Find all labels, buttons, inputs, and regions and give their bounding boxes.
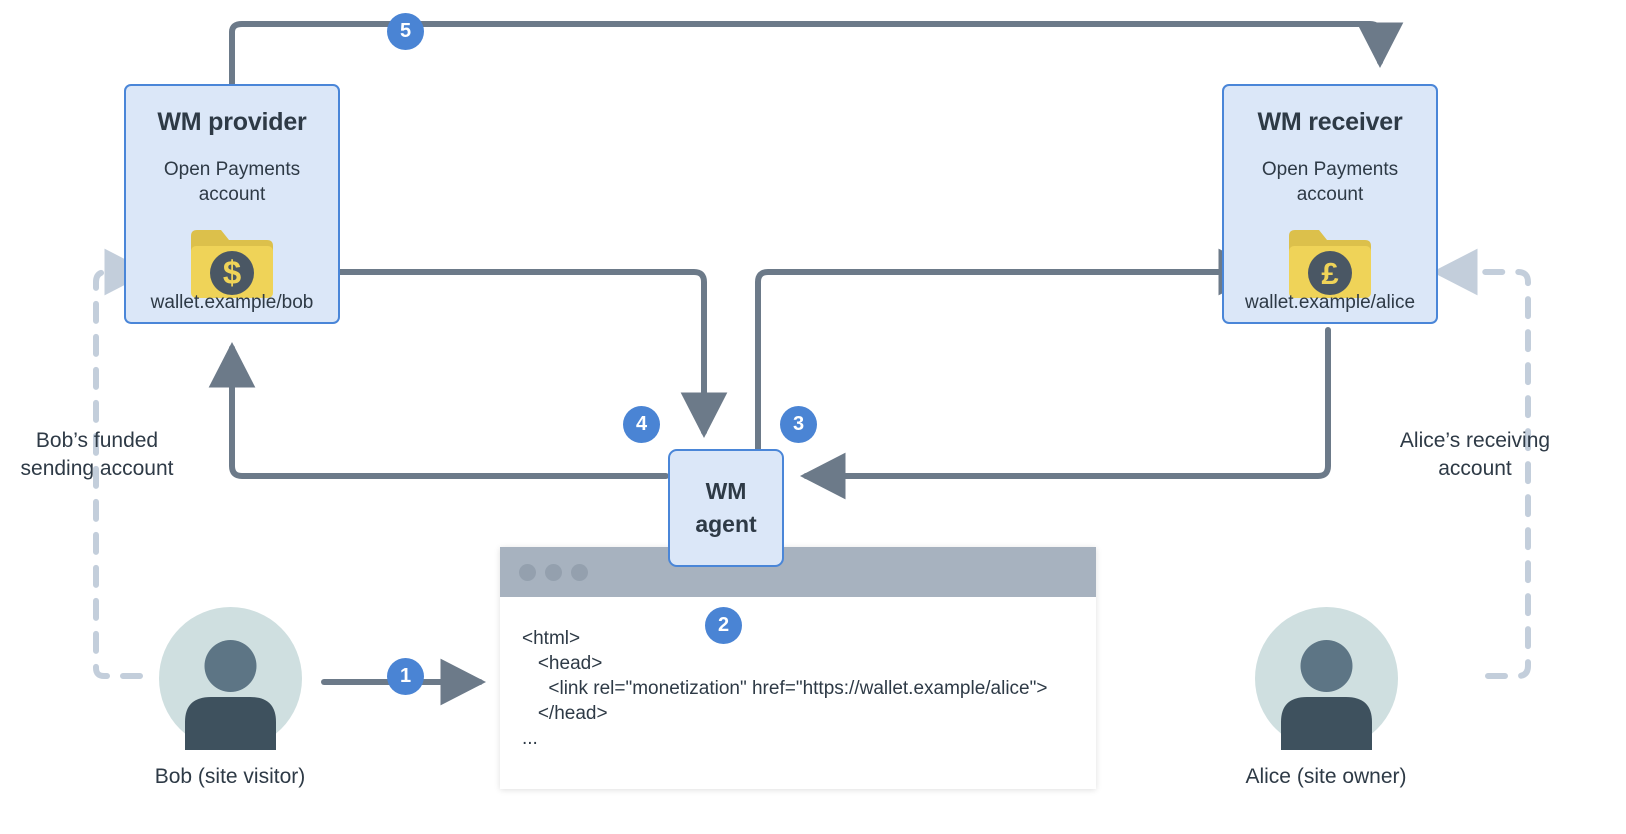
actor-bob: Bob (site visitor) bbox=[100, 607, 360, 789]
dashed-alice-to-receiver bbox=[1431, 248, 1531, 679]
step-badge-5[interactable]: 5 bbox=[387, 13, 424, 50]
folder-pound-icon: £ bbox=[1287, 226, 1373, 307]
step-badge-3[interactable]: 3 bbox=[780, 406, 817, 443]
wm-receiver-url: wallet.example/alice bbox=[1244, 292, 1416, 313]
arrow-step-5 bbox=[229, 21, 1404, 87]
arrow-receiver-to-agent bbox=[799, 327, 1331, 500]
html-code-snippet: <html> <head> <link rel="monetization" h… bbox=[522, 628, 1048, 749]
arrow-agent-to-provider bbox=[208, 341, 669, 479]
step-badge-1[interactable]: 1 bbox=[387, 658, 424, 695]
bob-account-note: Bob’s funded sending account bbox=[20, 429, 174, 480]
svg-text:£: £ bbox=[1321, 256, 1338, 291]
browser-dot-minimize[interactable] bbox=[545, 563, 562, 581]
wm-provider-subtitle: Open Payments account bbox=[163, 159, 301, 205]
browser-dot-close[interactable] bbox=[519, 563, 536, 581]
actor-alice-label: Alice (site owner) bbox=[1245, 765, 1407, 788]
wm-receiver-panel[interactable]: WM receiver Open Payments account £ wall… bbox=[1222, 84, 1438, 324]
wm-receiver-title: WM receiver bbox=[1257, 108, 1403, 136]
arrow-step-4 bbox=[277, 269, 728, 439]
step-badge-2[interactable]: 2 bbox=[705, 607, 742, 644]
svg-text:$: $ bbox=[223, 254, 241, 291]
browser-window[interactable]: <html> <head> <link rel="monetization" h… bbox=[500, 547, 1096, 789]
browser-dot-maximize[interactable] bbox=[571, 563, 588, 581]
browser-title-bar bbox=[500, 547, 1096, 597]
wm-provider-url: wallet.example/bob bbox=[150, 292, 314, 313]
user-avatar-icon bbox=[158, 607, 302, 750]
user-avatar-icon bbox=[1254, 607, 1398, 750]
folder-dollar-icon: $ bbox=[189, 226, 275, 307]
actor-bob-label: Bob (site visitor) bbox=[154, 765, 306, 788]
wm-agent-line2: agent bbox=[695, 511, 757, 537]
step-badge-4[interactable]: 4 bbox=[623, 406, 660, 443]
wm-agent-box[interactable]: WM agent bbox=[668, 449, 784, 567]
alice-account-note: Alice’s receiving account bbox=[1399, 429, 1551, 480]
wm-provider-title: WM provider bbox=[157, 108, 307, 136]
wm-agent-line1: WM bbox=[705, 478, 747, 504]
wm-provider-panel[interactable]: WM provider Open Payments account $ wall… bbox=[124, 84, 340, 324]
wm-receiver-subtitle: Open Payments account bbox=[1261, 159, 1399, 205]
dashed-bob-to-provider bbox=[93, 248, 151, 679]
actor-alice: Alice (site owner) bbox=[1196, 607, 1456, 789]
arrow-step-3 bbox=[755, 248, 1265, 455]
